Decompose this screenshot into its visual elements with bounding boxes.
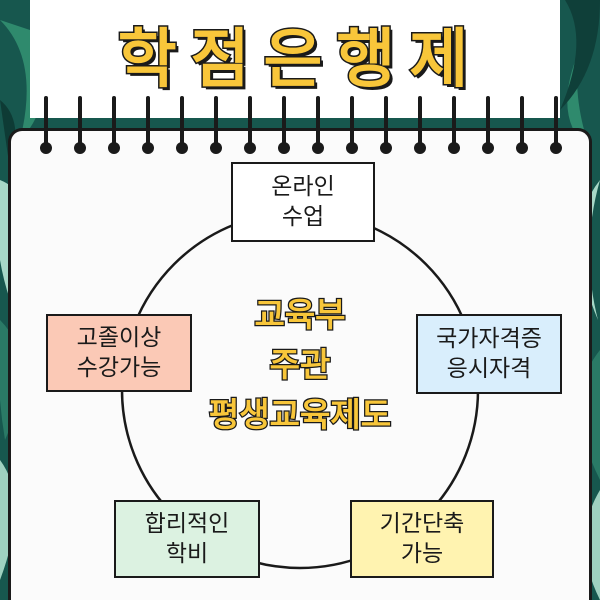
- page-title: 학점은행제: [116, 22, 483, 99]
- title-banner: [30, 0, 560, 118]
- notebook-rings: [40, 96, 562, 154]
- node-tuition: 합리적인 학비: [114, 500, 260, 578]
- node-certificate-line1: 국가자격증: [436, 326, 542, 352]
- node-tuition-line2: 학비: [165, 541, 209, 567]
- notebook-ring-hole: [176, 142, 188, 154]
- node-online-line2: 수업: [281, 204, 325, 230]
- center-line3: 평생교육제도: [208, 394, 393, 436]
- notebook-ring-hole: [278, 142, 290, 154]
- node-certificate: 국가자격증 응시자격: [416, 314, 562, 394]
- notebook-ring-hole: [448, 142, 460, 154]
- node-period: 기간단축 가능: [350, 500, 494, 578]
- notebook-ring-hole: [108, 142, 120, 154]
- node-online: 온라인 수업: [231, 162, 375, 242]
- notebook-ring-hole: [142, 142, 154, 154]
- node-eligibility-line2: 수강가능: [76, 355, 162, 381]
- notebook-ring-hole: [380, 142, 392, 154]
- notebook-ring-hole: [414, 142, 426, 154]
- node-online-line1: 온라인: [271, 174, 335, 200]
- notebook-ring-hole: [346, 142, 358, 154]
- node-certificate-line2: 응시자격: [446, 356, 532, 382]
- notebook-ring-hole: [40, 142, 52, 154]
- center-line2: 주관: [268, 344, 331, 386]
- notebook-ring-hole: [516, 142, 528, 154]
- notebook-ring-hole: [74, 142, 86, 154]
- notebook-ring-hole: [210, 142, 222, 154]
- notebook-ring-hole: [482, 142, 494, 154]
- notebook-ring-hole: [550, 142, 562, 154]
- notebook-ring-hole: [312, 142, 324, 154]
- center-label: 교육부 주관 평생교육제도: [180, 290, 420, 440]
- node-tuition-line1: 합리적인: [144, 511, 230, 537]
- center-line1: 교육부: [253, 294, 347, 336]
- notebook-ring-hole: [244, 142, 256, 154]
- node-eligibility-line1: 고졸이상: [76, 325, 162, 351]
- node-period-line2: 가능: [400, 541, 444, 567]
- node-period-line1: 기간단축: [379, 511, 465, 537]
- node-eligibility: 고졸이상 수강가능: [46, 314, 192, 392]
